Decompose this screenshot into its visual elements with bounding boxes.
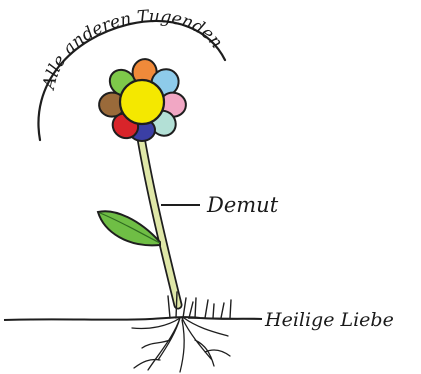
demut-label: Demut <box>206 193 279 217</box>
heilige-liebe-leader-line <box>188 318 262 319</box>
flower-center <box>120 80 164 124</box>
stem-fill <box>141 138 178 305</box>
roots <box>132 318 230 372</box>
heilige-liebe-label: Heilige Liebe <box>264 309 394 331</box>
